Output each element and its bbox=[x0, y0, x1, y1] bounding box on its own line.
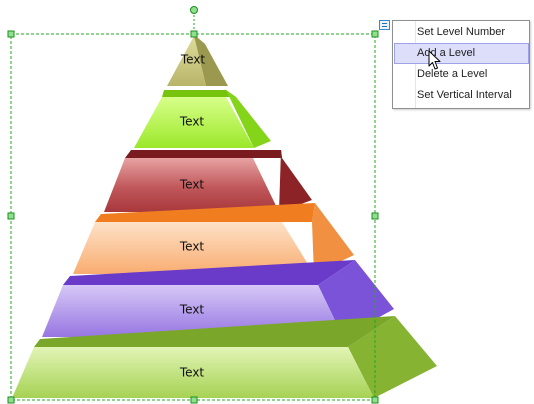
rotation-handle[interactable] bbox=[190, 6, 198, 14]
resize-handle-middle-right[interactable] bbox=[371, 212, 379, 220]
menu-item-set-vertical-interval[interactable]: Set Vertical Interval bbox=[417, 89, 512, 101]
context-menu: Set Level Number Add a Level Delete a Le… bbox=[392, 20, 530, 109]
pyramid-level-4[interactable]: Text bbox=[73, 203, 354, 274]
level-5-top-face bbox=[63, 260, 355, 285]
resize-handle-top-left[interactable] bbox=[7, 30, 15, 38]
level-4-top-face bbox=[95, 203, 315, 222]
level-3-front-face bbox=[104, 158, 279, 212]
pyramid-level-2[interactable]: Text bbox=[134, 90, 271, 148]
resize-handle-middle-left[interactable] bbox=[7, 212, 15, 220]
level-3-side-face bbox=[279, 150, 312, 212]
level-1-side-face bbox=[194, 36, 228, 86]
context-menu-icon-gutter bbox=[393, 21, 416, 108]
level-2-top-face bbox=[162, 90, 236, 97]
mouse-pointer-icon bbox=[428, 50, 441, 70]
resize-handle-bottom-left[interactable] bbox=[7, 396, 15, 404]
level-1-front-face bbox=[167, 36, 206, 86]
level-2-label: Text bbox=[179, 115, 205, 129]
level-3-label: Text bbox=[179, 178, 205, 192]
selection-frame bbox=[7, 6, 379, 404]
level-1-label: Text bbox=[180, 53, 206, 67]
resize-handle-bottom-right[interactable] bbox=[371, 396, 379, 404]
resize-handle-top-center[interactable] bbox=[190, 30, 198, 38]
level-2-front-face bbox=[134, 97, 254, 148]
pyramid-level-1[interactable]: Text bbox=[167, 36, 228, 86]
pyramid-level-3[interactable]: Text bbox=[104, 150, 312, 212]
level-2-side-face bbox=[226, 90, 271, 148]
level-5-front-face bbox=[42, 285, 343, 337]
level-6-top-face bbox=[34, 316, 395, 347]
level-6-front-face bbox=[12, 347, 374, 398]
menu-item-set-level-number[interactable]: Set Level Number bbox=[417, 26, 506, 38]
pyramid-level-6[interactable]: Text bbox=[12, 316, 437, 398]
level-6-side-face bbox=[348, 316, 437, 398]
level-4-side-face bbox=[312, 203, 354, 274]
action-menu-icon[interactable] bbox=[379, 20, 390, 30]
level-3-top-face bbox=[125, 150, 282, 158]
resize-handle-top-right[interactable] bbox=[371, 30, 379, 38]
level-4-front-face bbox=[73, 222, 314, 274]
menu-item-add-a-level[interactable]: Add a Level bbox=[394, 43, 529, 64]
level-6-label: Text bbox=[179, 366, 205, 380]
menu-item-delete-a-level[interactable]: Delete a Level bbox=[417, 68, 488, 80]
resize-handle-bottom-center[interactable] bbox=[190, 396, 198, 404]
level-5-label: Text bbox=[179, 303, 205, 317]
level-4-label: Text bbox=[179, 240, 205, 254]
